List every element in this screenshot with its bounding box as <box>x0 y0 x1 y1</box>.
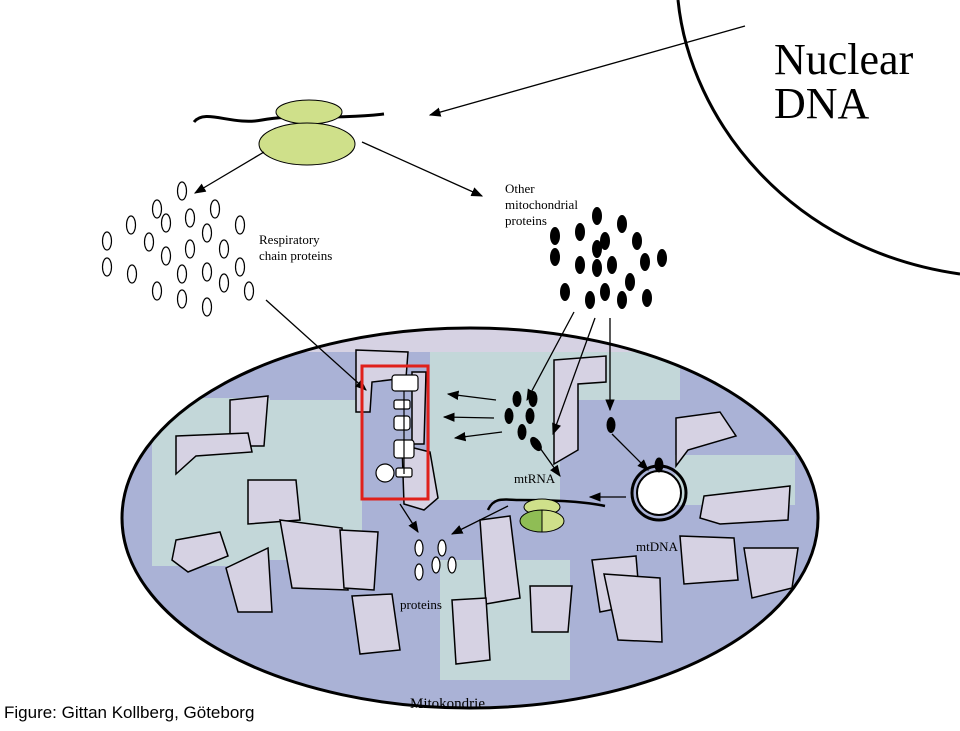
other-proteins-line1: Other <box>505 181 535 196</box>
nuclear-dna-title: Nuclear DNA <box>774 38 913 126</box>
other-proteins-line3: proteins <box>505 213 547 228</box>
mt-mrna <box>486 498 606 511</box>
import-arrows <box>265 299 615 436</box>
imported-proteins <box>504 391 616 452</box>
assembly-arrows <box>399 390 649 535</box>
mtrna-label: mtRNA <box>514 471 556 486</box>
other-proteins-label: Other mitochondrial proteins <box>505 181 578 229</box>
mitochondrion <box>120 326 820 710</box>
respiratory-protein-cluster <box>101 181 255 317</box>
respiratory-label-line2: chain proteins <box>259 248 333 263</box>
mtdna-ring <box>630 457 688 522</box>
proteins-label: proteins <box>400 597 442 612</box>
respiratory-chain-complexes <box>375 374 419 483</box>
mitochondrial-ribosome <box>486 498 606 533</box>
figure-credit: Figure: Gittan Kollberg, Göteborg <box>4 703 255 722</box>
nuclear-dna-line2: DNA <box>774 79 870 128</box>
cytoplasmic-ribosome <box>192 99 385 166</box>
cytoplasm-arrows <box>193 25 746 197</box>
respiratory-label-line1: Respiratory <box>259 232 320 247</box>
mt-translated-proteins <box>414 539 457 581</box>
other-proteins-line2: mitochondrial <box>505 197 578 212</box>
highlight-box <box>360 364 430 501</box>
cytoplasmic-mrna <box>192 112 385 124</box>
nuclear-dna-line1: Nuclear <box>774 35 914 84</box>
respiratory-label: Respiratory chain proteins <box>259 232 332 264</box>
other-protein-cluster <box>550 207 667 309</box>
nucleus-envelope <box>676 0 960 276</box>
mitokondrie-label: Mitokondrie <box>410 696 485 712</box>
mtdna-label: mtDNA <box>636 539 678 554</box>
